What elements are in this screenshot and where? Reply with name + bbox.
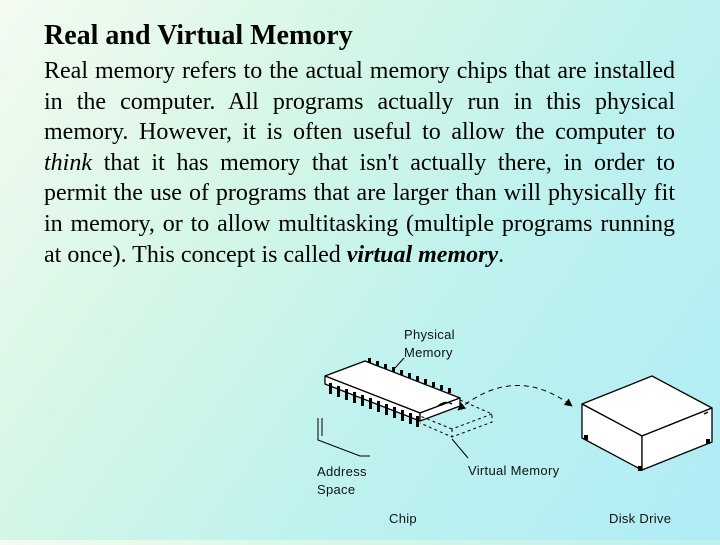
label-physical-memory: Physical Memory [404,327,455,360]
body-middle-text: that it has memory that isn't actually t… [44,149,675,268]
label-chip: Chip [389,511,417,526]
body-end-text: . [498,241,505,268]
emphasis-virtual-memory: virtual memory [346,241,499,268]
label-address-space: Address Space [317,464,367,497]
chip-icon [324,358,461,427]
memory-diagram-art [317,357,713,471]
slide-title: Real and Virtual Memory [44,20,353,51]
slide-body-text: Real memory refers to the actual memory … [44,56,675,270]
label-virtual-memory: Virtual Memory [468,463,560,478]
virtual-memory-dashed-box [419,399,493,438]
emphasis-think: think [44,149,92,176]
disk-drive-icon [581,375,713,471]
leader-lines [317,357,469,459]
body-intro-text: Real memory refers to the actual memory … [44,58,675,146]
swap-arrow-icon [457,385,573,411]
label-disk-drive: Disk Drive [609,511,672,526]
memory-diagram: Physical Memory Address Space Virtual Me… [300,318,720,540]
